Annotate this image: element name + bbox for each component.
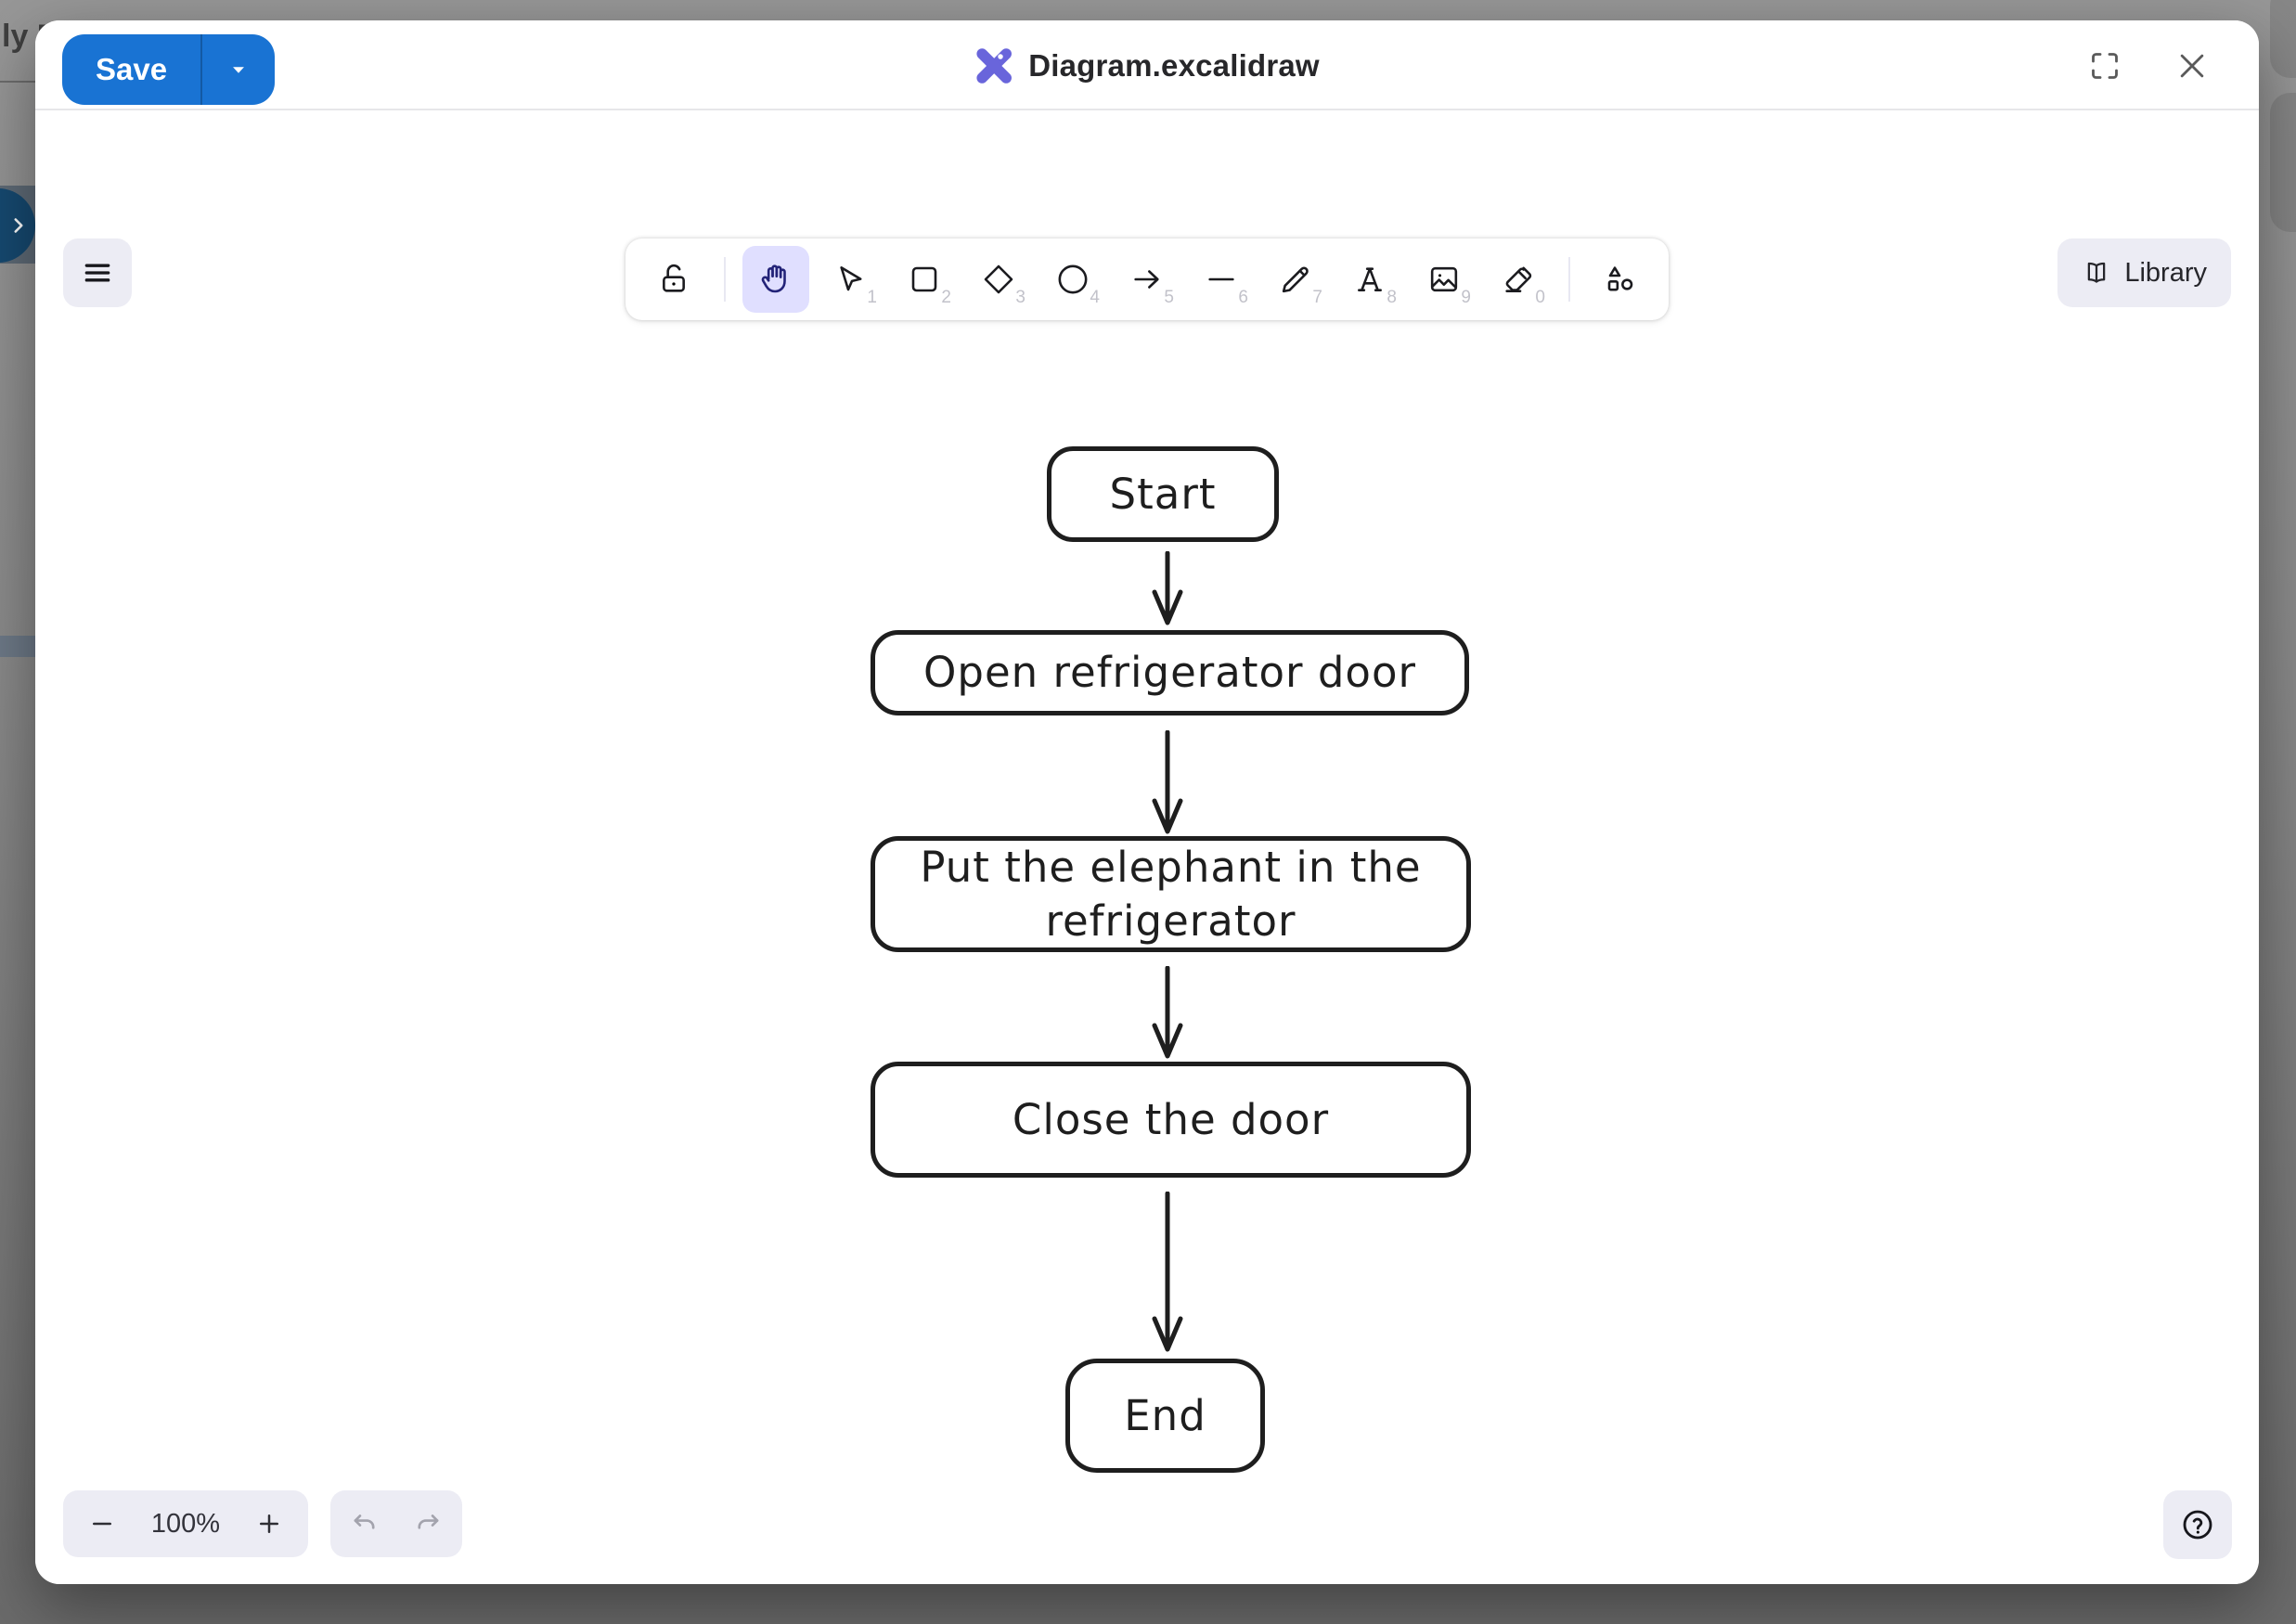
background-divider — [0, 81, 37, 83]
save-split-button: Save — [62, 34, 276, 105]
window-title: Diagram.excalidraw — [1028, 47, 1320, 83]
shapes-icon — [1607, 266, 1633, 291]
flowchart-node-end[interactable]: End — [1065, 1359, 1265, 1473]
flowchart-node-close[interactable]: Close the door — [871, 1062, 1471, 1178]
save-button-divider — [200, 34, 203, 105]
background-card — [2270, 93, 2296, 232]
open-book-icon — [2088, 262, 2106, 283]
flowchart-arrow-2[interactable] — [1147, 730, 1188, 836]
image-icon — [1430, 266, 1458, 292]
text-icon — [1358, 267, 1382, 291]
caret-down-icon — [233, 67, 245, 73]
eraser-icon — [1505, 266, 1532, 292]
fullscreen-button[interactable] — [2079, 40, 2131, 92]
ellipse-icon — [1058, 264, 1088, 294]
library-button-label: Library — [2124, 257, 2207, 288]
question-mark-icon — [2183, 1510, 2212, 1540]
main-menu-button[interactable] — [63, 238, 132, 307]
tool-selection[interactable]: 1 — [817, 246, 884, 313]
zoom-out-button[interactable] — [72, 1494, 132, 1553]
tool-eraser[interactable]: 0 — [1485, 246, 1552, 313]
tool-diamond[interactable]: 3 — [965, 246, 1032, 313]
toolbar-island: 1 2 3 4 — [626, 238, 1669, 320]
zoom-controls: 100% — [63, 1490, 308, 1557]
background-card — [2270, 0, 2296, 78]
flowchart-node-put[interactable]: Put the elephant in the refrigerator — [871, 836, 1471, 952]
toolbar-divider — [724, 257, 726, 302]
flowchart-node-open[interactable]: Open refrigerator door — [871, 630, 1469, 715]
tool-image[interactable]: 9 — [1411, 246, 1477, 313]
zoom-level[interactable]: 100% — [150, 1508, 221, 1539]
close-icon — [2180, 54, 2204, 77]
redo-icon — [418, 1514, 439, 1529]
excalidraw-logo-icon — [976, 47, 1012, 84]
hamburger-menu-icon — [84, 264, 110, 282]
pencil-icon — [1282, 266, 1309, 293]
plus-icon — [259, 1514, 278, 1533]
selection-cursor-icon — [840, 266, 862, 291]
close-button[interactable] — [2166, 40, 2218, 92]
undo-button[interactable] — [337, 1496, 393, 1552]
diamond-icon — [984, 264, 1013, 294]
arrow-icon — [1134, 270, 1159, 289]
rectangle-icon — [911, 266, 937, 292]
save-dropdown-button[interactable] — [202, 34, 275, 105]
tool-rectangle[interactable]: 2 — [891, 246, 958, 313]
background-row — [0, 636, 37, 657]
excalidraw-modal: Save Diagram.excalidraw — [35, 20, 2259, 1584]
tool-text[interactable]: 8 — [1336, 246, 1403, 313]
modal-header: Save Diagram.excalidraw — [35, 20, 2259, 110]
flowchart-arrow-1[interactable] — [1147, 551, 1188, 627]
flowchart-arrow-3[interactable] — [1147, 966, 1188, 1061]
chevron-right-icon — [14, 218, 23, 233]
drawing-canvas[interactable]: 1 2 3 4 — [35, 112, 2259, 1584]
window-title-area: Diagram.excalidraw — [974, 20, 1320, 110]
toolbar-divider — [1568, 257, 1570, 302]
flowchart-node-start[interactable]: Start — [1047, 446, 1279, 542]
help-button[interactable] — [2163, 1490, 2232, 1559]
tool-line[interactable]: 6 — [1188, 246, 1255, 313]
hand-icon — [761, 264, 786, 293]
undo-icon — [354, 1514, 375, 1529]
zoom-in-button[interactable] — [239, 1494, 299, 1553]
tool-ellipse[interactable]: 4 — [1039, 246, 1106, 313]
save-button[interactable]: Save — [96, 52, 168, 86]
tool-lock[interactable] — [640, 246, 707, 313]
tool-draw[interactable]: 7 — [1262, 246, 1329, 313]
flowchart-arrow-4[interactable] — [1147, 1192, 1188, 1354]
tool-hand[interactable] — [742, 246, 809, 313]
history-controls — [330, 1490, 462, 1557]
redo-button[interactable] — [400, 1496, 456, 1552]
line-icon — [1208, 277, 1234, 281]
minus-icon — [93, 1522, 111, 1526]
header-actions — [2079, 20, 2218, 110]
library-button[interactable]: Library — [2057, 238, 2231, 307]
tool-arrow[interactable]: 5 — [1114, 246, 1180, 313]
tool-shapes[interactable] — [1587, 246, 1654, 313]
unlock-icon — [663, 264, 685, 292]
fullscreen-icon — [2092, 52, 2118, 79]
